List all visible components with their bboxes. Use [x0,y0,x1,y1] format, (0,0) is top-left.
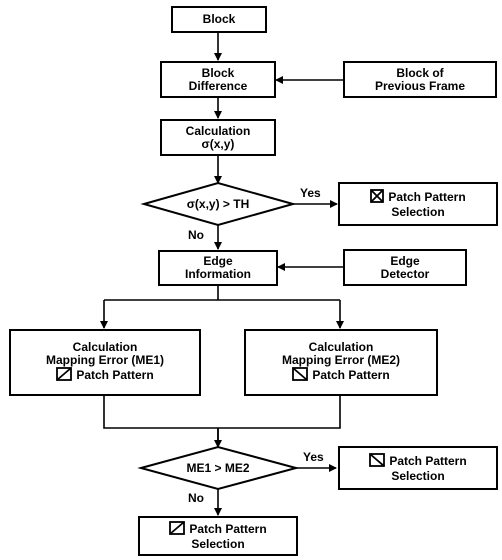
block-difference-line-2: Difference [188,78,248,93]
edge-detector-line-1: Edge [390,253,420,268]
calculation-sigma-line-1: Calculation [185,123,251,138]
patch-backslash-selection-box: Patch Pattern Selection [338,446,498,490]
edge-information-box: Edge Information [158,250,278,286]
patch-x-selection-line-2: Selection [391,205,445,219]
calc-me1-line-3: Patch Pattern [76,368,154,382]
patch-x-selection-box: Patch Pattern Selection [338,182,498,226]
merge-lines [103,395,341,444]
patch-backslash-selection-line-1: Patch Pattern [389,454,467,468]
label-threshold-yes: Yes [300,186,321,200]
edge-information-line-1: Edge [203,254,233,268]
decision-threshold-text: σ(x,y) > TH [186,197,250,211]
block-difference-box: Block Difference [160,61,276,98]
patch-slash-selection-box: Patch Pattern Selection [138,516,298,556]
label-me-no: No [188,491,204,505]
slash-pattern-icon [169,521,186,538]
calc-me2-line-3: Patch Pattern [312,368,390,382]
patch-slash-selection-line-2: Selection [191,537,245,551]
edge-detector-box: Edge Detector [343,249,467,286]
branch-lines [104,285,340,301]
calc-me2-box: Calculation Mapping Error (ME2) Patch Pa… [244,329,438,396]
calc-me2-line-2: Mapping Error (ME2) [281,353,400,367]
edge-information-line-2: Information [185,267,251,281]
decision-diamond-threshold [140,181,297,227]
calculation-sigma-box: Calculation σ(x,y) [160,119,276,156]
patch-slash-selection-line-1: Patch Pattern [189,522,267,536]
block-previous-frame-box: Block of Previous Frame [343,61,497,98]
x-pattern-icon [370,189,385,206]
calc-me1-line-1: Calculation [72,340,138,354]
decision-me-text: ME1 > ME2 [186,461,250,475]
backslash-pattern-icon [292,367,309,384]
label-threshold-no: No [188,228,204,242]
calc-me1-box: Calculation Mapping Error (ME1) Patch Pa… [9,329,201,396]
calc-me2-line-1: Calculation [308,340,374,354]
slash-pattern-icon [56,367,73,384]
block-label: Block [202,12,236,26]
edge-detector-line-2: Detector [380,266,430,281]
patch-backslash-selection-line-2: Selection [391,469,445,483]
previous-frame-line-1: Block of [396,65,444,80]
block-box: Block [171,6,267,33]
decision-diamond-me [137,445,300,491]
calc-me1-line-2: Mapping Error (ME1) [45,353,164,367]
backslash-pattern-icon [369,453,386,470]
patch-x-selection-line-1: Patch Pattern [388,190,466,204]
previous-frame-line-2: Previous Frame [374,78,466,93]
label-me-yes: Yes [303,450,324,464]
block-difference-line-1: Block [201,65,235,80]
calculation-sigma-line-2: σ(x,y) [201,136,235,151]
